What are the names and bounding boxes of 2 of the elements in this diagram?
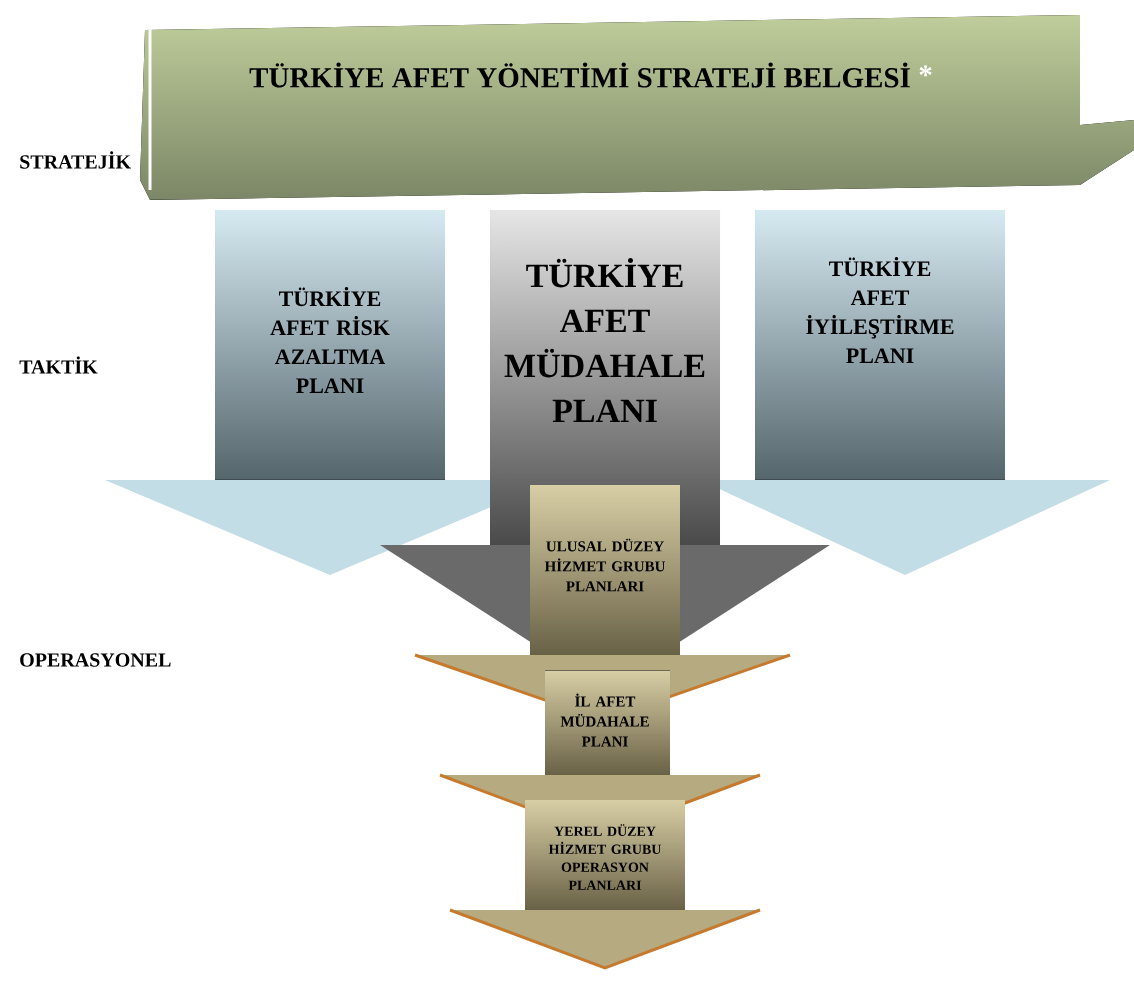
level-label: STRATEJİK bbox=[20, 151, 131, 169]
level-label: OPERASYONEL bbox=[20, 653, 171, 667]
